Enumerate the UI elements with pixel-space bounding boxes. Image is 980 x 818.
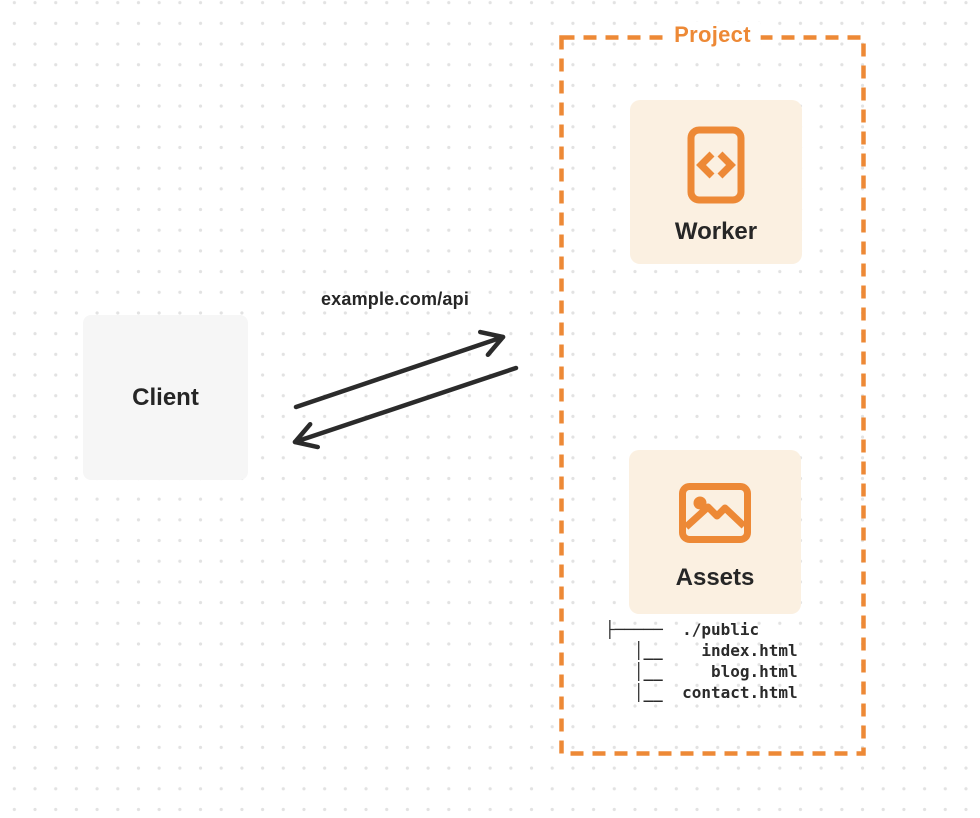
assets-file-tree: ├───── ./public │__ index.html │__ blog.… <box>605 620 798 702</box>
image-icon <box>679 483 751 543</box>
worker-label: Worker <box>674 218 758 245</box>
request-arrow <box>293 329 506 410</box>
worker-node: Worker <box>630 100 802 264</box>
project-label: Project <box>664 22 761 48</box>
client-label: Client <box>132 383 199 411</box>
code-file-icon <box>687 126 745 204</box>
request-url-label: example.com/api <box>320 289 470 309</box>
project-dashed-border <box>559 35 866 756</box>
project-container: Project Worker Assets ├───── ./public │_… <box>559 22 866 756</box>
assets-label: Assets <box>675 564 755 591</box>
response-arrow <box>292 365 519 450</box>
client-node: Client <box>83 315 248 480</box>
assets-node: Assets <box>629 450 801 614</box>
